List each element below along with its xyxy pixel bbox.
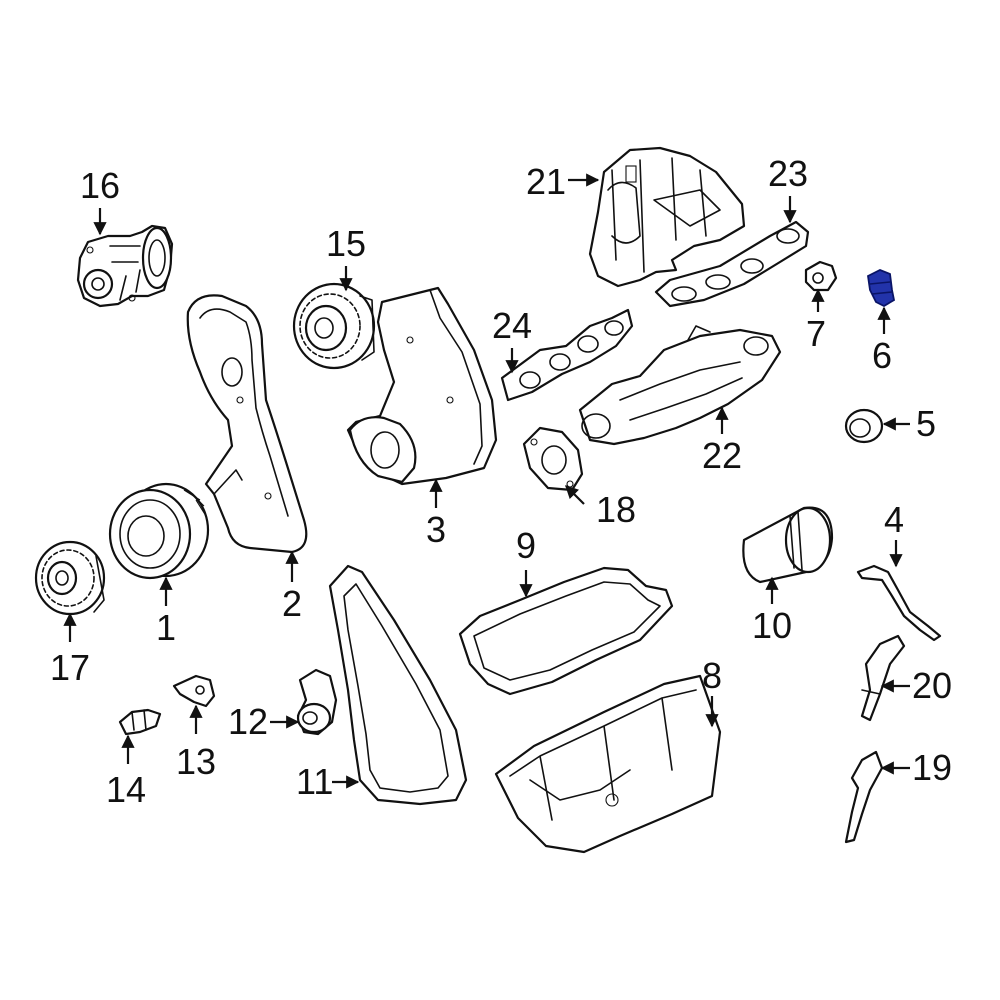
callout-3[interactable]: 3	[426, 509, 446, 550]
callout-19[interactable]: 19	[912, 747, 952, 788]
callout-6[interactable]: 6	[872, 335, 892, 376]
callout-16[interactable]: 16	[80, 165, 120, 206]
part-23-intake-gasket[interactable]	[654, 220, 810, 308]
callout-21[interactable]: 21	[526, 161, 566, 202]
part-21-intake-manifold[interactable]	[588, 146, 746, 288]
part-20-guide[interactable]	[860, 634, 906, 722]
part-4-tube[interactable]	[856, 564, 942, 642]
part-15-cam-gear[interactable]	[292, 282, 376, 370]
part-7-sensor[interactable]	[804, 260, 838, 292]
callout-labels: 16 15 2 3 1 17 21 23 7 6 24 22 18 5 10 4…	[50, 153, 952, 810]
callout-11[interactable]: 11	[296, 761, 333, 802]
callout-12[interactable]: 12	[228, 701, 268, 742]
callout-4[interactable]: 4	[884, 499, 904, 540]
part-5-seal[interactable]	[844, 408, 884, 444]
callout-13[interactable]: 13	[176, 741, 216, 782]
callout-17[interactable]: 17	[50, 647, 90, 688]
callout-10[interactable]: 10	[752, 605, 792, 646]
callout-8[interactable]: 8	[702, 655, 722, 696]
part-14-sensor[interactable]	[118, 708, 162, 736]
callout-2[interactable]: 2	[282, 583, 302, 624]
part-11-timing-belt[interactable]	[328, 564, 468, 806]
part-19-dipstick[interactable]	[844, 750, 884, 844]
callout-5[interactable]: 5	[916, 403, 936, 444]
part-16-water-pump[interactable]	[76, 224, 174, 308]
part-18-gasket[interactable]	[522, 426, 584, 492]
part-9-oil-pan-gasket[interactable]	[458, 566, 674, 696]
part-2-timing-cover[interactable]	[186, 294, 308, 554]
callout-9[interactable]: 9	[516, 525, 536, 566]
callout-23[interactable]: 23	[768, 153, 808, 194]
part-12-tensioner[interactable]	[296, 668, 338, 736]
part-1-crank-pulley[interactable]	[108, 482, 210, 580]
part-10-oil-filter[interactable]	[742, 506, 834, 584]
part-22-exhaust-manifold[interactable]	[578, 325, 782, 446]
part-8-oil-pan[interactable]	[494, 674, 722, 854]
callout-20[interactable]: 20	[912, 665, 952, 706]
part-17-crank-gear[interactable]	[34, 540, 106, 616]
part-24-exhaust-gasket[interactable]	[500, 308, 634, 402]
leader-lines	[63, 173, 910, 789]
part-3-inner-timing-cover[interactable]	[346, 286, 498, 486]
callout-1[interactable]: 1	[156, 607, 176, 648]
callout-18[interactable]: 18	[596, 489, 636, 530]
part-13-bracket[interactable]	[172, 674, 216, 708]
part-6-fitting-highlighted[interactable]	[867, 269, 896, 308]
callout-15[interactable]: 15	[326, 223, 366, 264]
callout-22[interactable]: 22	[702, 435, 742, 476]
callout-24[interactable]: 24	[492, 305, 532, 346]
callout-7[interactable]: 7	[806, 313, 826, 354]
callout-14[interactable]: 14	[106, 769, 146, 810]
